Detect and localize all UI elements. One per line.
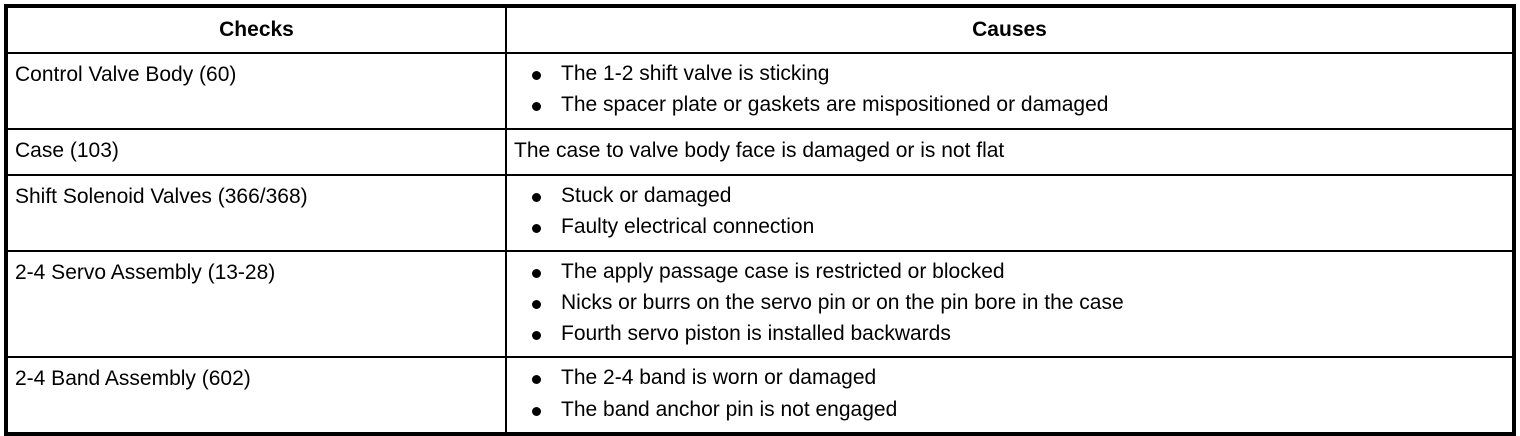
- bullet-icon: [532, 299, 541, 309]
- column-header-checks: Checks: [6, 5, 507, 54]
- table-row: 2-4 Band Assembly (602) The 2-4 band is …: [5, 356, 1515, 435]
- cause-text: Nicks or burrs on the servo pin or on th…: [561, 290, 1124, 314]
- cause-list: Stuck or damaged Faulty electrical conne…: [507, 184, 1506, 239]
- cause-text: The 1-2 shift valve is sticking: [561, 62, 830, 85]
- bullet-icon: [532, 331, 541, 340]
- bullet-icon: [532, 375, 541, 385]
- table-row: Control Valve Body (60) The 1-2 shift va…: [5, 52, 1515, 130]
- check-name: Shift Solenoid Valves (366/368): [5, 174, 507, 252]
- check-name: 2-4 Band Assembly (602): [5, 356, 507, 435]
- bullet-icon: [532, 406, 541, 416]
- cause-list: The 1-2 shift valve is sticking The spac…: [507, 62, 1506, 117]
- cause-cell: The 1-2 shift valve is sticking The spac…: [505, 52, 1515, 130]
- bullet-icon: [532, 71, 541, 80]
- table-row: Shift Solenoid Valves (366/368) Stuck or…: [5, 174, 1515, 252]
- list-item: The 2-4 band is worn or damaged: [507, 367, 1506, 389]
- list-item: The band anchor pin is not engaged: [507, 397, 1506, 421]
- cause-text: The case to valve body face is damaged o…: [514, 139, 1005, 162]
- cause-text: Fourth servo piston is installed backwar…: [561, 322, 951, 345]
- cause-cell: The 2-4 band is worn or damaged The band…: [505, 356, 1515, 435]
- checks-causes-table: Checks Causes Control Valve Body (60) Th…: [4, 4, 1516, 436]
- bullet-icon: [532, 224, 541, 234]
- table-row: Case (103) The case to valve body face i…: [5, 128, 1515, 176]
- list-item: The spacer plate or gaskets are misposit…: [507, 94, 1506, 116]
- table-body: Control Valve Body (60) The 1-2 shift va…: [5, 52, 1515, 435]
- cause-list: The apply passage case is restricted or …: [507, 259, 1506, 346]
- list-item: Fourth servo piston is installed backwar…: [507, 322, 1506, 345]
- header-row: Checks Causes: [6, 5, 1514, 54]
- list-item: Nicks or burrs on the servo pin or on th…: [507, 290, 1506, 314]
- cause-text: The 2-4 band is worn or damaged: [561, 366, 877, 390]
- cause-cell: The case to valve body face is damaged o…: [505, 128, 1515, 176]
- list-item: Faulty electrical connection: [507, 216, 1506, 238]
- cause-text: The band anchor pin is not engaged: [561, 397, 898, 421]
- cause-text: The apply passage case is restricted or …: [561, 259, 1005, 283]
- check-name: Case (103): [5, 128, 507, 176]
- list-item: The 1-2 shift valve is sticking: [507, 62, 1506, 85]
- cause-cell: Stuck or damaged Faulty electrical conne…: [505, 174, 1515, 252]
- cause-text: Stuck or damaged: [561, 184, 732, 207]
- list-item: Stuck or damaged: [507, 184, 1506, 207]
- cause-text: The spacer plate or gaskets are misposit…: [561, 93, 1109, 117]
- column-header-causes: Causes: [505, 5, 1514, 54]
- table-row: 2-4 Servo Assembly (13-28) The apply pas…: [5, 249, 1515, 359]
- cause-cell: The apply passage case is restricted or …: [505, 249, 1515, 359]
- check-name: 2-4 Servo Assembly (13-28): [5, 249, 507, 359]
- list-item: The apply passage case is restricted or …: [507, 259, 1506, 283]
- cause-list: The 2-4 band is worn or damaged The band…: [507, 367, 1506, 421]
- check-name: Control Valve Body (60): [5, 52, 507, 130]
- bullet-icon: [532, 268, 541, 278]
- cause-text: Faulty electrical connection: [561, 215, 815, 239]
- bullet-icon: [532, 102, 541, 112]
- bullet-icon: [532, 193, 541, 202]
- table-header: Checks Causes: [6, 5, 1514, 54]
